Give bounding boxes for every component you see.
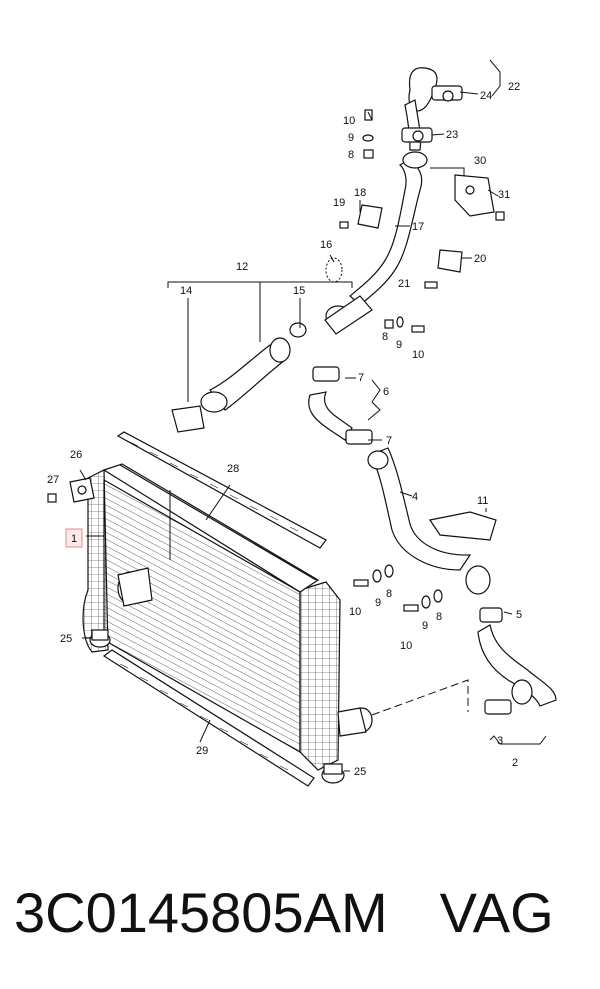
mount-26 xyxy=(47,477,95,503)
callout-23: 23 xyxy=(446,129,458,141)
leader-lines xyxy=(79,59,547,772)
callout-28: 28 xyxy=(227,463,239,475)
callout-9: 9 xyxy=(348,132,354,144)
part-number-text: 3C0145805AM xyxy=(14,880,388,944)
callout-2: 2 xyxy=(512,757,518,769)
callout-22: 22 xyxy=(508,81,520,93)
hose-clamp-24 xyxy=(431,85,463,102)
callout-6: 6 xyxy=(383,386,389,398)
callout-18: 18 xyxy=(354,187,366,199)
callout-7b: 7 xyxy=(386,435,392,447)
callout-10d: 10 xyxy=(400,640,412,652)
callout-3: 3 xyxy=(497,735,503,747)
callout-27: 27 xyxy=(47,474,59,486)
callout-1: 1 xyxy=(71,533,77,545)
pipe-4 xyxy=(367,447,497,595)
callout-17: 17 xyxy=(412,221,424,233)
callout-15: 15 xyxy=(293,285,305,297)
callout-16: 16 xyxy=(320,239,332,251)
coolant-hose-2 xyxy=(477,607,557,715)
callout-8b: 8 xyxy=(382,331,388,343)
callout-12: 12 xyxy=(236,261,248,273)
callout-30: 30 xyxy=(474,155,486,167)
callout-9c: 9 xyxy=(375,597,381,609)
bracket-18 xyxy=(357,204,383,229)
upper-pressure-hose xyxy=(324,67,438,335)
callout-20: 20 xyxy=(474,253,486,265)
hose-6 xyxy=(308,366,373,445)
bolt-set-right xyxy=(353,316,443,612)
caption-bar: 3C0145805AM VAG xyxy=(14,872,594,952)
callout-1-highlight xyxy=(65,528,83,548)
callout-5: 5 xyxy=(516,609,522,621)
brand-text: VAG xyxy=(439,880,554,944)
o-ring-16 xyxy=(325,257,343,283)
bolt-set-top xyxy=(339,109,505,289)
callout-10c: 10 xyxy=(349,606,361,618)
callout-29: 29 xyxy=(196,745,208,757)
callout-25b: 25 xyxy=(354,766,366,778)
callout-11: 11 xyxy=(477,495,488,507)
rubber-mount-25-right xyxy=(321,763,345,784)
callout-24: 24 xyxy=(480,90,492,102)
bracket-30 xyxy=(454,174,495,217)
callout-labels: 22 24 10 9 8 23 30 31 18 19 17 16 20 21 … xyxy=(47,81,522,778)
callout-19: 19 xyxy=(333,197,345,209)
callout-10b: 10 xyxy=(412,349,424,361)
seal-strip-29 xyxy=(102,649,315,787)
hose-clamp-23 xyxy=(401,127,433,143)
intercooler-core xyxy=(82,463,373,771)
callout-26: 26 xyxy=(70,449,82,461)
callout-8c: 8 xyxy=(386,588,392,600)
callout-9d: 9 xyxy=(422,620,428,632)
rubber-mount-25-left xyxy=(89,629,111,648)
charge-air-hose-14 xyxy=(171,322,307,433)
callout-31: 31 xyxy=(498,189,510,201)
seal-strip-28 xyxy=(116,431,327,549)
callout-4: 4 xyxy=(412,491,418,503)
callout-10: 10 xyxy=(343,115,355,127)
callout-14: 14 xyxy=(180,285,192,297)
bracket-20 xyxy=(437,249,463,273)
callout-21: 21 xyxy=(398,278,410,290)
callout-7: 7 xyxy=(358,372,364,384)
callout-25: 25 xyxy=(60,633,72,645)
callout-8: 8 xyxy=(348,149,354,161)
callout-9b: 9 xyxy=(396,339,402,351)
callout-8d: 8 xyxy=(436,611,442,623)
exploded-parts-diagram: 22 24 10 9 8 23 30 31 18 19 17 16 20 21 … xyxy=(47,59,557,787)
